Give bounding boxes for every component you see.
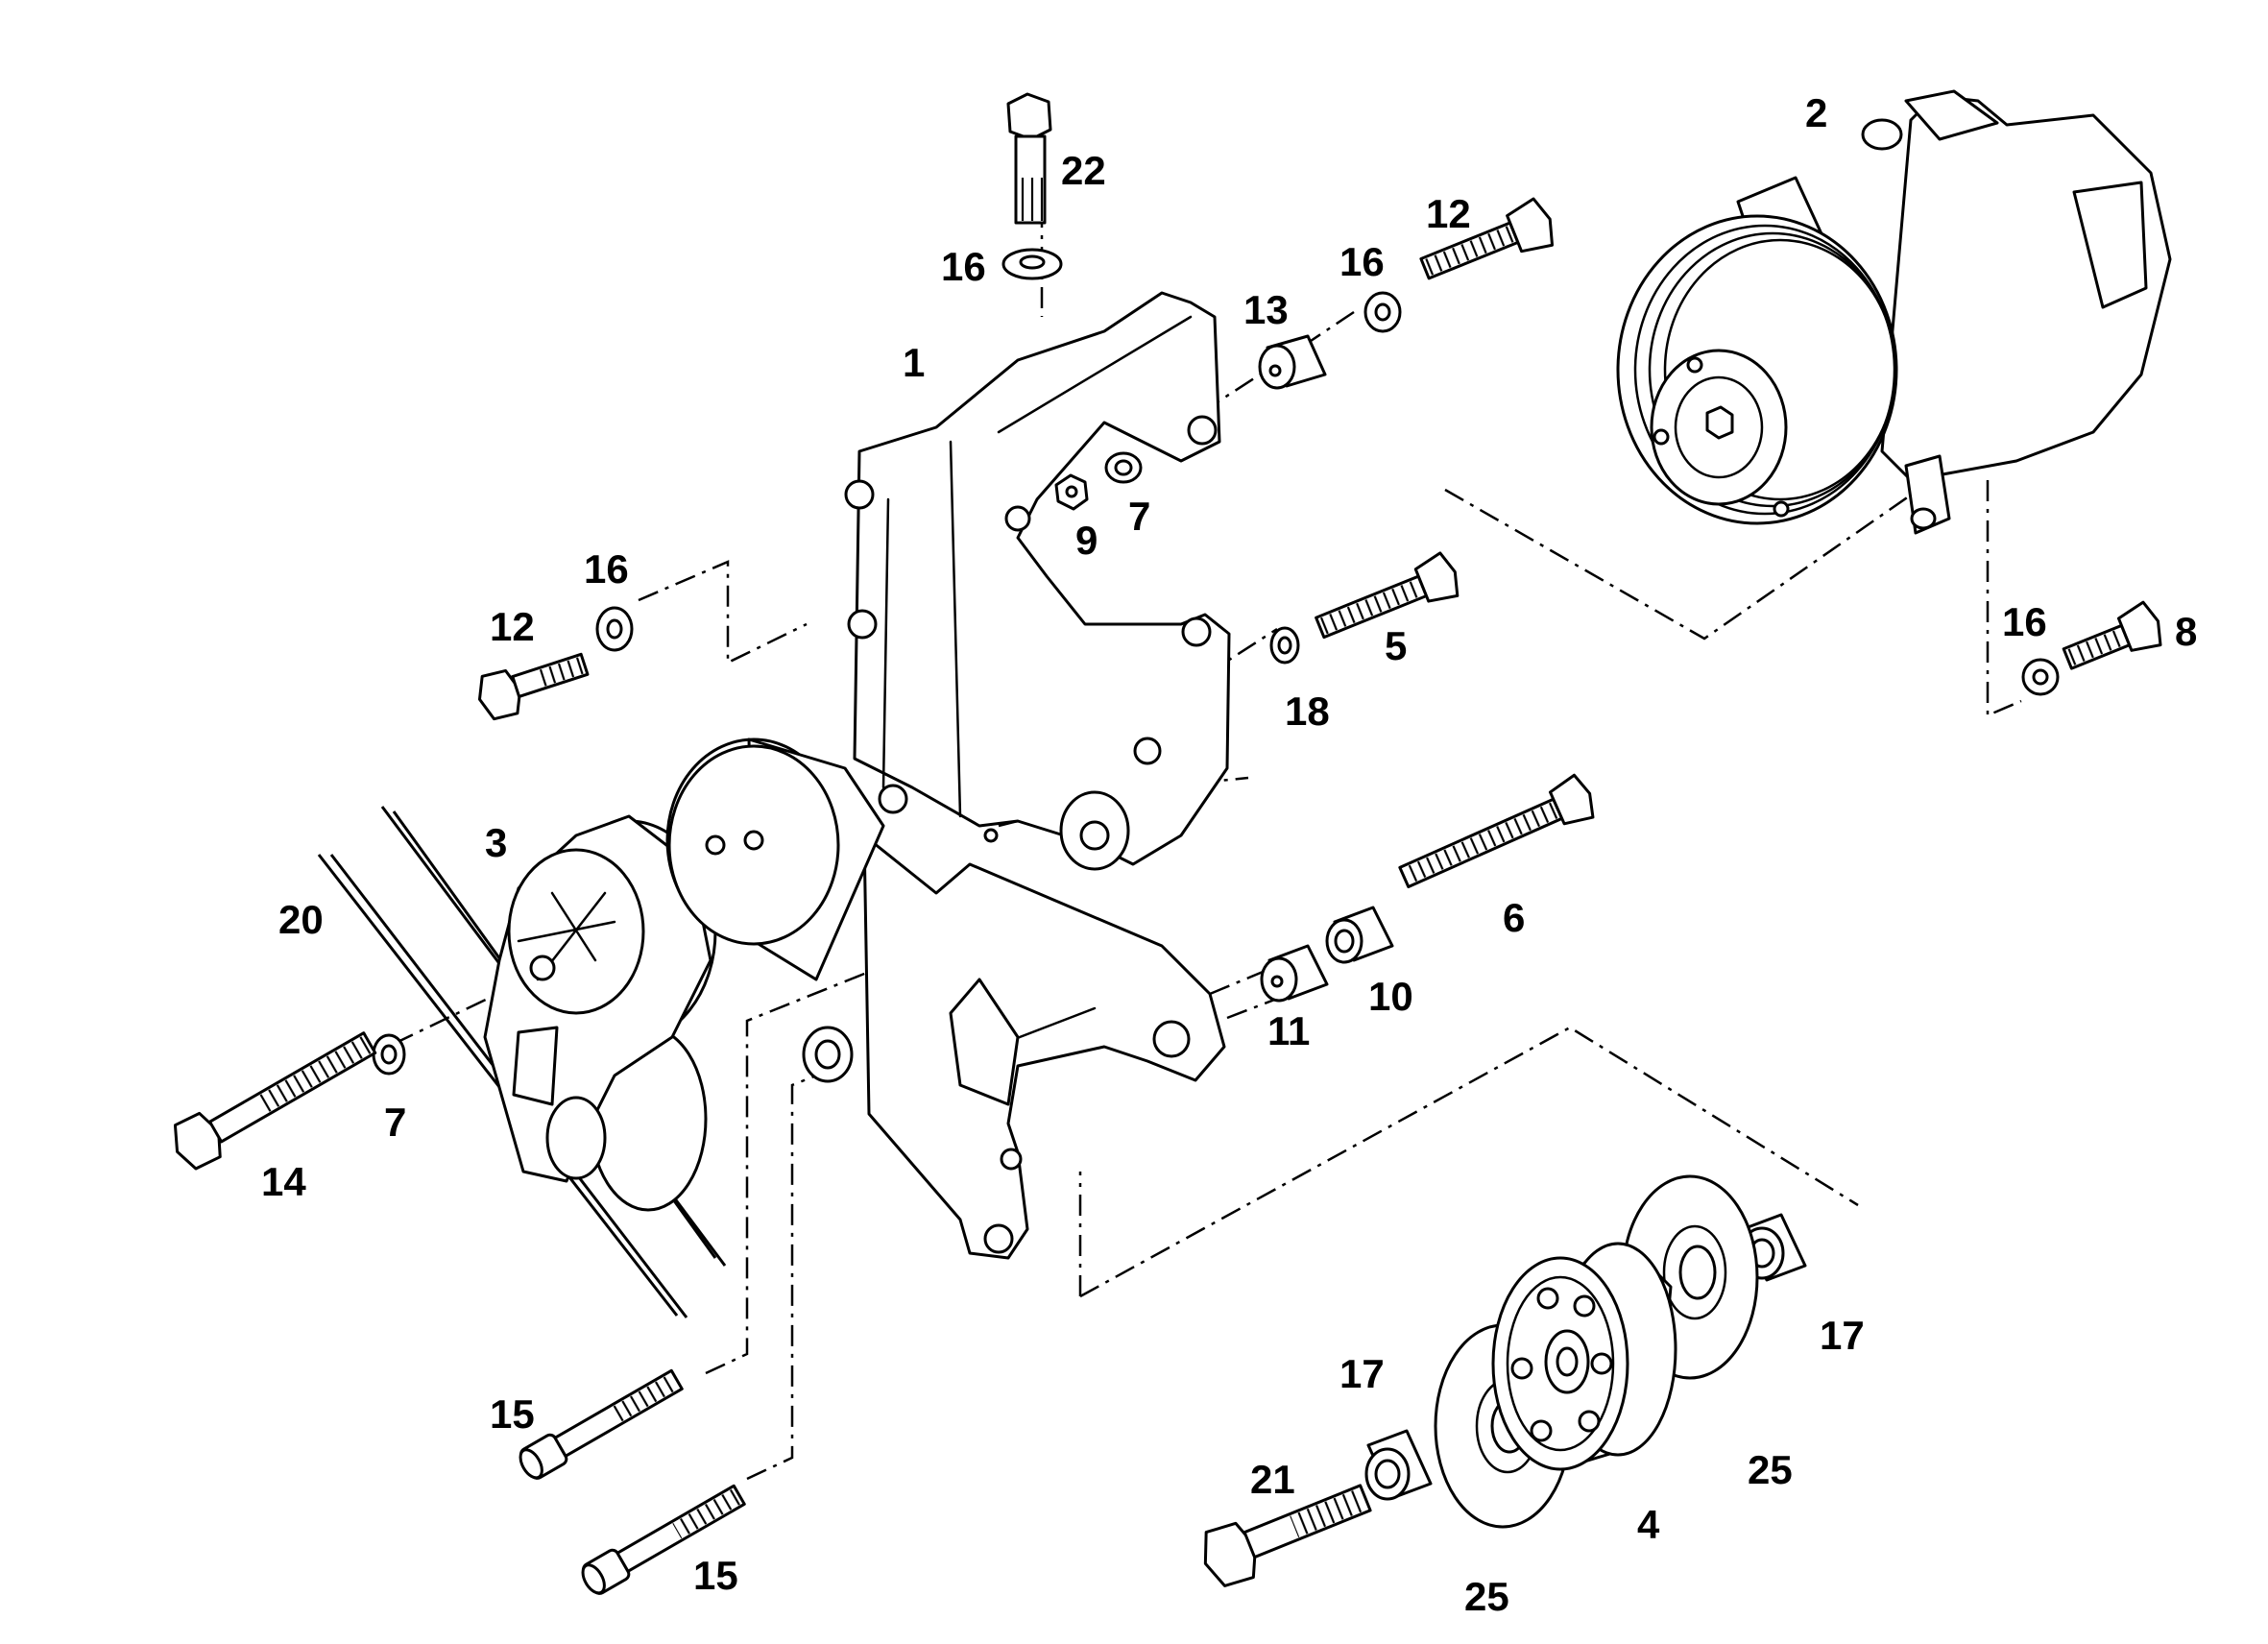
idler-pulley-4	[1491, 1242, 1677, 1471]
callout-18: 18	[1285, 689, 1330, 734]
compressor-2	[1616, 89, 2172, 535]
nut-9	[1054, 473, 1089, 511]
callout-2: 2	[1805, 90, 1827, 135]
callout-6: 6	[1503, 895, 1525, 940]
spacer-10	[1325, 906, 1394, 964]
callout-14: 14	[261, 1159, 306, 1204]
callout-17-left: 17	[1339, 1351, 1385, 1396]
callout-16-left: 16	[584, 546, 629, 592]
washer-7-left	[372, 1033, 406, 1076]
callout-15-upper: 15	[490, 1391, 535, 1437]
callout-16-right: 16	[1339, 239, 1385, 284]
callout-12-left: 12	[490, 604, 535, 649]
callout-25-upper: 25	[1748, 1447, 1793, 1492]
washer-16-left	[595, 606, 634, 652]
bracket-1	[844, 291, 1231, 1260]
bolt-14	[173, 1031, 377, 1171]
callout-10: 10	[1368, 974, 1413, 1019]
callout-16-top: 16	[941, 244, 986, 289]
callout-17-right: 17	[1820, 1313, 1865, 1358]
bolt-22	[1006, 92, 1052, 225]
idler-arm	[802, 978, 1020, 1106]
bolt-21	[1203, 1484, 1372, 1587]
callout-5: 5	[1385, 623, 1407, 668]
callout-12-top: 12	[1426, 191, 1471, 236]
idler-pulley-upper	[665, 737, 885, 981]
callout-7-upper: 7	[1128, 494, 1150, 539]
callout-16-far-right: 16	[2002, 599, 2047, 644]
callout-20: 20	[278, 897, 324, 942]
callout-13: 13	[1243, 287, 1289, 332]
spacer-13	[1258, 334, 1327, 390]
bolt-6	[1398, 773, 1595, 889]
bolt-12-left	[477, 652, 590, 721]
callout-8: 8	[2175, 609, 2197, 654]
washer-16-top	[1001, 248, 1063, 280]
callout-1: 1	[903, 340, 925, 385]
callout-25-lower: 25	[1464, 1574, 1509, 1619]
bolt-5	[1315, 551, 1460, 640]
screw-15-upper	[519, 1368, 684, 1480]
screw-15-lower	[581, 1484, 746, 1595]
callout-15-lower: 15	[693, 1553, 738, 1598]
washer-16-far-right	[2021, 658, 2060, 696]
callout-7-left: 7	[384, 1100, 406, 1145]
callout-9: 9	[1075, 518, 1098, 563]
callout-labels: 1 2 3 4 5 6 7 7 8 9 10 11 12 12 13 14 15…	[261, 90, 2197, 1619]
washer-18	[1269, 626, 1300, 665]
callout-11: 11	[1267, 1008, 1310, 1053]
spacer-11	[1260, 944, 1329, 1003]
callout-21: 21	[1250, 1457, 1295, 1502]
washer-7-upper	[1104, 451, 1143, 484]
washer-16-right	[1363, 291, 1402, 333]
bolt-8	[2062, 600, 2162, 670]
bolt-12-top	[1419, 197, 1555, 280]
bushing-17-left	[1364, 1429, 1433, 1501]
callout-22: 22	[1061, 148, 1106, 193]
callout-3: 3	[485, 820, 507, 865]
callout-4: 4	[1637, 1502, 1660, 1547]
